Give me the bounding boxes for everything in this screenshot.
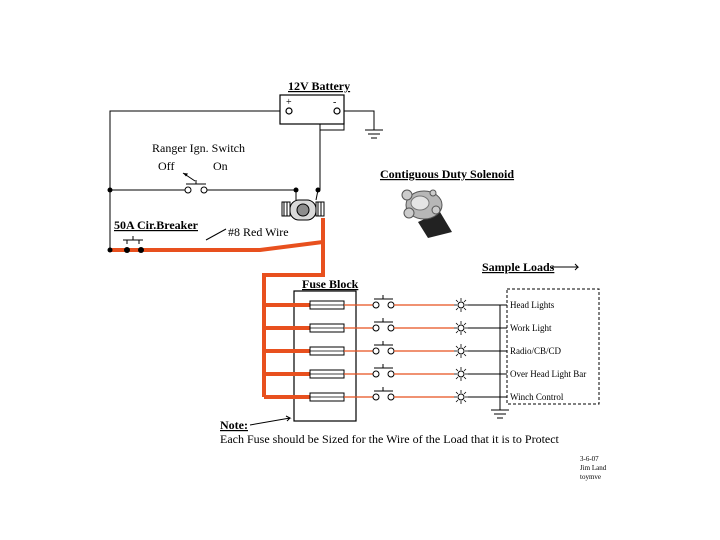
switch-contact <box>387 393 395 401</box>
switch-off-label: Off <box>158 159 174 173</box>
fuse-row <box>264 295 507 312</box>
fuse-row <box>264 387 507 404</box>
switch-contact <box>372 393 380 401</box>
load-label: Work Light <box>510 323 552 333</box>
battery-title: 12V Battery <box>288 79 350 93</box>
solenoid-title: Contiguous Duty Solenoid <box>380 167 514 181</box>
lamp-icon <box>454 390 468 404</box>
lamp-icon <box>454 298 468 312</box>
signature-date: 3-6-07 <box>580 455 599 463</box>
circuit-breaker <box>123 236 143 244</box>
battery-solenoid-wire-2 <box>320 124 345 131</box>
lamp-icon <box>454 321 468 335</box>
lamp-icon <box>454 367 468 381</box>
sample-loads-title: Sample Loads <box>482 260 555 274</box>
note-title: Note: <box>220 418 248 432</box>
red-wire <box>110 218 325 252</box>
breaker-contact-left <box>124 247 130 253</box>
solenoid-symbol <box>281 189 325 221</box>
switch-arrowhead-icon <box>183 173 188 177</box>
wire-leader <box>205 228 227 241</box>
switch-contact-right <box>200 186 208 194</box>
battery-minus-label: - <box>333 97 336 108</box>
load-label: Winch Control <box>510 392 564 402</box>
ground-icon <box>491 409 509 419</box>
signature-handle: toymve <box>580 473 601 481</box>
load-label: Over Head Light Bar <box>510 369 586 379</box>
sample-loads-pointer <box>552 263 580 271</box>
red-wire-to-fuse-block <box>262 242 325 397</box>
battery-negative-terminal <box>333 107 341 115</box>
breaker-title: 50A Cir.Breaker <box>114 218 199 232</box>
ground-icon <box>365 129 383 139</box>
battery-positive-wire <box>109 110 280 250</box>
lamp-icon <box>454 344 468 358</box>
switch-contact <box>372 370 380 378</box>
switch-contact <box>372 324 380 332</box>
switch-contact <box>387 324 395 332</box>
switch-contact-left <box>184 186 192 194</box>
switch-contact <box>387 347 395 355</box>
switch-title: Ranger Ign. Switch <box>152 141 245 155</box>
battery-positive-terminal <box>285 107 293 115</box>
fuse-block-title: Fuse Block <box>302 277 359 291</box>
wire-label: #8 Red Wire <box>228 225 289 239</box>
note-text: Each Fuse should be Sized for the Wire o… <box>220 432 560 446</box>
breaker-contact-right <box>138 247 144 253</box>
battery-plus-label: + <box>286 97 292 108</box>
fuse-row <box>264 318 507 335</box>
note-pointer <box>249 415 292 426</box>
fuse-row <box>264 341 507 358</box>
solenoid-photo <box>401 189 452 238</box>
load-label: Radio/CB/CD <box>510 346 562 356</box>
signature-author: Jim Land <box>580 464 607 472</box>
switch-on-label: On <box>213 159 228 173</box>
sample-loads-box <box>506 288 600 405</box>
switch-contact <box>387 301 395 309</box>
switch-contact <box>372 301 380 309</box>
junction-dot <box>107 247 113 253</box>
load-label: Head Lights <box>510 300 555 310</box>
battery-ground-wire <box>344 110 375 130</box>
switch-contact <box>387 370 395 378</box>
switch-contact <box>372 347 380 355</box>
fuse-block <box>293 290 357 422</box>
fuse-row <box>264 364 507 381</box>
